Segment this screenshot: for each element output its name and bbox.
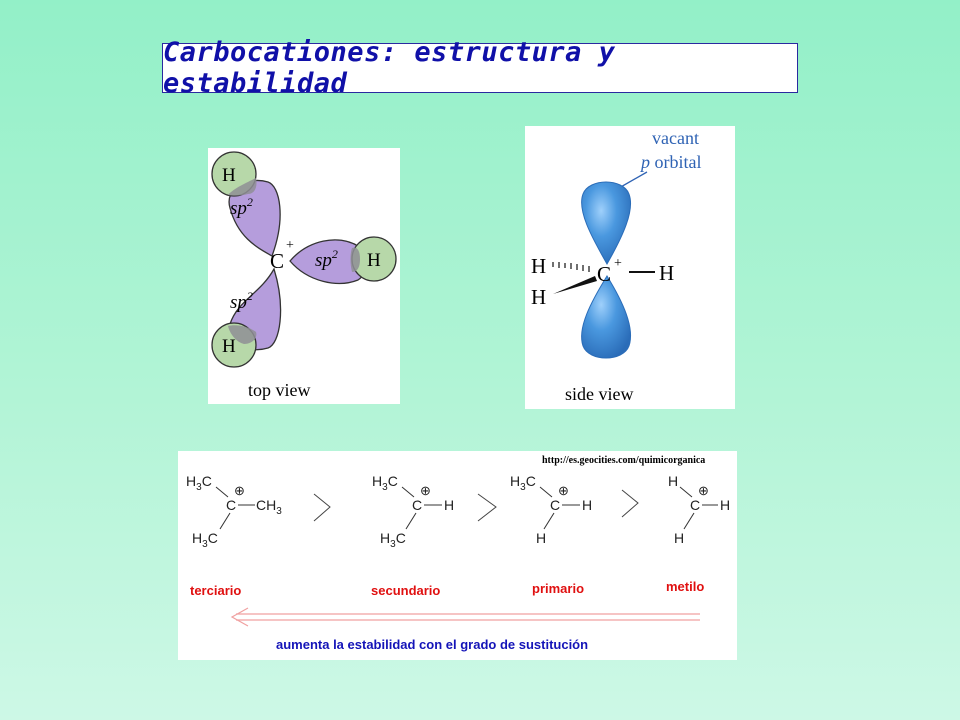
- svg-text:⊕: ⊕: [234, 483, 245, 498]
- svg-text:H3C: H3C: [192, 530, 218, 550]
- charge-label: +: [286, 238, 294, 253]
- greater-than-symbol-3: [621, 489, 639, 518]
- svg-text:⊕: ⊕: [558, 483, 569, 498]
- overlap-top: [228, 178, 257, 196]
- svg-text:CH3: CH3: [256, 497, 282, 517]
- title-box: Carbocationes: estructura y estabilidad: [162, 37, 798, 99]
- svg-text:C: C: [690, 497, 700, 513]
- top-view-caption: top view: [248, 380, 311, 400]
- svg-text:H: H: [720, 497, 730, 513]
- label-secundario: secundario: [371, 583, 440, 598]
- structure-primario: H3C ⊕ C H H: [510, 473, 592, 546]
- trend-text: aumenta la estabilidad con el grado de s…: [276, 637, 588, 652]
- greater-than-symbol-2: [477, 493, 497, 522]
- structure-secundario: H3C ⊕ C H H3C: [372, 473, 454, 550]
- trend-arrow: [230, 607, 700, 627]
- svg-text:H: H: [674, 530, 684, 546]
- hashed-bond: [552, 262, 590, 272]
- p-orbital-lower-lobe: [581, 275, 631, 359]
- wedge-bond: [553, 276, 597, 294]
- structure-terciario: H3C ⊕ C CH3 H3C: [186, 473, 282, 550]
- page-title: Carbocationes: estructura y estabilidad: [163, 37, 616, 99]
- stability-series-diagram: http://es.geocities.com/quimicorganica H…: [178, 451, 737, 660]
- overlap-bottom: [228, 325, 257, 344]
- svg-text:H3C: H3C: [372, 473, 398, 493]
- h-label-right: H: [367, 250, 381, 271]
- label-metilo: metilo: [666, 579, 704, 594]
- side-view-diagram: vacant p orbital H H H C + side view: [525, 126, 735, 409]
- svg-text:H: H: [536, 530, 546, 546]
- svg-text:H3C: H3C: [380, 530, 406, 550]
- h-label-top: H: [222, 165, 236, 186]
- svg-text:C: C: [412, 497, 422, 513]
- svg-text:H: H: [668, 473, 678, 489]
- svg-text:C: C: [550, 497, 560, 513]
- svg-text:⊕: ⊕: [420, 483, 431, 498]
- vacant-label: vacant: [652, 128, 699, 148]
- carbon-label: C: [270, 249, 284, 273]
- h-label-right: H: [659, 261, 674, 285]
- label-pointer: [618, 171, 648, 189]
- sp2-label-upper: sp2: [230, 195, 253, 219]
- p-orbital-upper-lobe: [581, 181, 631, 266]
- h-label-lower-left: H: [531, 285, 546, 309]
- svg-text:C: C: [226, 497, 236, 513]
- svg-text:H: H: [582, 497, 592, 513]
- charge-label: +: [614, 256, 622, 271]
- overlap-right: [350, 247, 360, 272]
- sp2-label-lower: sp2: [230, 289, 253, 313]
- carbon-label: C: [597, 262, 611, 286]
- greater-than-symbol-1: [313, 493, 331, 522]
- h-label-upper-left: H: [531, 254, 546, 278]
- svg-text:H3C: H3C: [510, 473, 536, 493]
- label-primario: primario: [532, 581, 584, 596]
- top-view-diagram: H H H sp2 sp2 sp2 C + top view: [208, 148, 400, 404]
- p-orbital-label: p orbital: [639, 152, 702, 172]
- structure-metilo: H ⊕ C H H: [668, 473, 730, 546]
- svg-text:⊕: ⊕: [698, 483, 709, 498]
- label-terciario: terciario: [190, 583, 241, 598]
- svg-text:H3C: H3C: [186, 473, 212, 493]
- source-url: http://es.geocities.com/quimicorganica: [542, 455, 705, 466]
- side-view-caption: side view: [565, 384, 633, 404]
- sp2-label-right: sp2: [315, 247, 338, 271]
- svg-text:H: H: [444, 497, 454, 513]
- h-label-bottom: H: [222, 336, 236, 357]
